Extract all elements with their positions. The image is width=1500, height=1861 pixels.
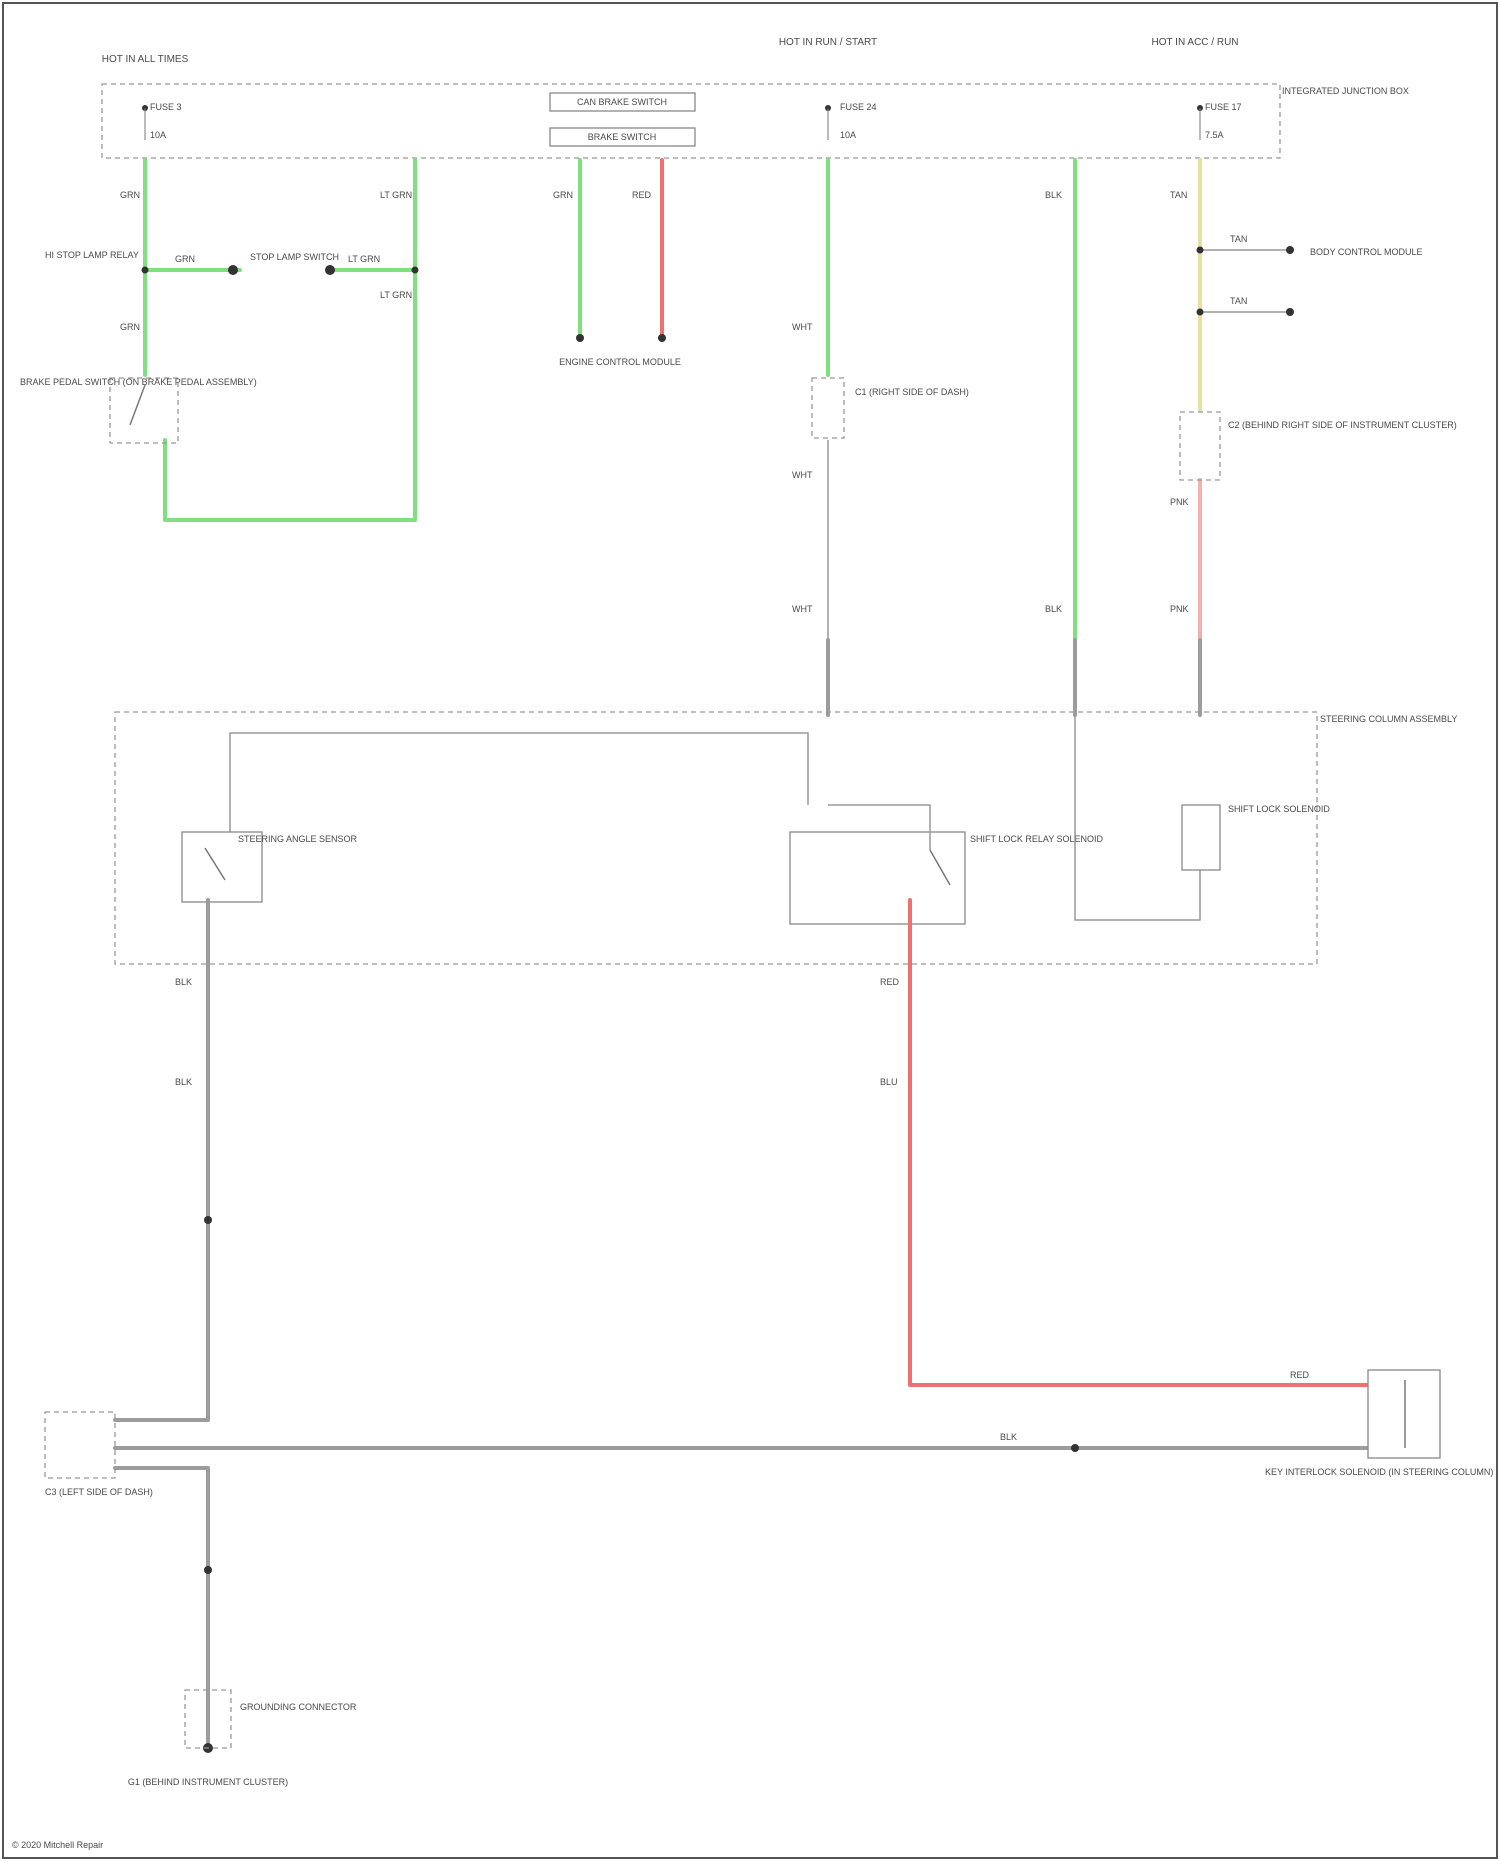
wire-ltgrn-1: LT GRN bbox=[380, 190, 412, 200]
grounding-connector-label: GROUNDING CONNECTOR bbox=[240, 1702, 357, 1712]
wire-red-2: RED bbox=[880, 977, 900, 987]
key-interlock-solenoid-box bbox=[1368, 1370, 1440, 1458]
fuse-17-label: FUSE 17 bbox=[1205, 102, 1242, 112]
wire-blk-3: BLK bbox=[175, 977, 192, 987]
stop-lamp-switch-label: STOP LAMP SWITCH bbox=[250, 252, 339, 262]
shift-lock-relay-label: SHIFT LOCK RELAY SOLENOID bbox=[970, 834, 1104, 844]
fuse-hot-label-3: HOT IN ACC / RUN bbox=[1151, 37, 1238, 48]
junction-box-label: INTEGRATED JUNCTION BOX bbox=[1282, 86, 1409, 96]
shift-lock-solenoid-label: SHIFT LOCK SOLENOID bbox=[1228, 804, 1330, 814]
fuse-17-amp: 7.5A bbox=[1205, 130, 1224, 140]
can-brake-switch-label: CAN BRAKE SWITCH bbox=[577, 97, 667, 107]
c2-connector-box bbox=[1180, 412, 1220, 480]
wire-blk-1: BLK bbox=[1045, 190, 1062, 200]
fuse-24-amp: 10A bbox=[840, 130, 856, 140]
ground-ref-label: G1 (BEHIND INSTRUMENT CLUSTER) bbox=[128, 1777, 288, 1787]
wire-pink-2: PNK bbox=[1170, 604, 1189, 614]
wire-grn-4: GRN bbox=[553, 190, 573, 200]
shift-lock-relay-box bbox=[790, 832, 965, 924]
diagram-frame bbox=[3, 3, 1497, 1858]
c3-connector-label: C3 (LEFT SIDE OF DASH) bbox=[45, 1487, 153, 1497]
ecm-circuit bbox=[576, 160, 666, 342]
wire-ltgrn-2: LT GRN bbox=[348, 254, 380, 264]
brake-pedal-switch-label: BRAKE PEDAL SWITCH (ON BRAKE PEDAL ASSEM… bbox=[20, 377, 257, 387]
wire-blk-5: BLK bbox=[1000, 1432, 1017, 1442]
wire-grn-2: GRN bbox=[175, 254, 195, 264]
wire-tan-1: TAN bbox=[1170, 190, 1187, 200]
brake-pedal-circuit bbox=[142, 160, 419, 520]
fuse-hot-label-1: HOT IN ALL TIMES bbox=[102, 54, 189, 65]
c1-connector-label: C1 (RIGHT SIDE OF DASH) bbox=[855, 387, 969, 397]
wire-wht-2: WHT bbox=[792, 470, 813, 480]
wire-red-1: RED bbox=[632, 190, 652, 200]
c3-connector-box bbox=[45, 1412, 115, 1478]
lower-circuit bbox=[115, 900, 1375, 1753]
wire-red-3: RED bbox=[1290, 1370, 1310, 1380]
key-interlock-solenoid-label: KEY INTERLOCK SOLENOID (IN STEERING COLU… bbox=[1265, 1467, 1493, 1477]
wire-grn-1: GRN bbox=[120, 190, 140, 200]
c2-connector-label: C2 (BEHIND RIGHT SIDE OF INSTRUMENT CLUS… bbox=[1228, 420, 1457, 430]
wire-ltgrn-3: LT GRN bbox=[380, 290, 412, 300]
footer-credit: © 2020 Mitchell Repair bbox=[12, 1840, 103, 1850]
steering-angle-sensor-label: STEERING ANGLE SENSOR bbox=[238, 834, 358, 844]
wire-blk-2: BLK bbox=[1045, 604, 1062, 614]
engine-control-module-label: ENGINE CONTROL MODULE bbox=[559, 357, 681, 367]
wire-wht-3: WHT bbox=[792, 604, 813, 614]
wire-blu-1: BLU bbox=[880, 1077, 898, 1087]
wire-pink-1: PNK bbox=[1170, 497, 1189, 507]
wire-wht-1: WHT bbox=[792, 322, 813, 332]
body-control-module-label: BODY CONTROL MODULE bbox=[1310, 247, 1423, 257]
wire-tan-3: TAN bbox=[1230, 296, 1247, 306]
wire-blk-4: BLK bbox=[175, 1077, 192, 1087]
wire-tan-2: TAN bbox=[1230, 234, 1247, 244]
steering-internal-wire bbox=[230, 733, 808, 845]
c1-connector-box bbox=[812, 378, 844, 438]
fuse-24-label: FUSE 24 bbox=[840, 102, 877, 112]
brake-switch-label: BRAKE SWITCH bbox=[588, 132, 657, 142]
hi-stop-lamp-relay-label: HI STOP LAMP RELAY bbox=[45, 250, 139, 260]
wire-grn-3: GRN bbox=[120, 322, 140, 332]
fuse-3-amp: 10A bbox=[150, 130, 166, 140]
steering-column-label: STEERING COLUMN ASSEMBLY bbox=[1320, 714, 1457, 724]
shift-lock-solenoid-box bbox=[1182, 805, 1220, 870]
fuse-hot-label-2: HOT IN RUN / START bbox=[779, 37, 877, 48]
fuse-3-label: FUSE 3 bbox=[150, 102, 182, 112]
shift-lock-solenoid-wire bbox=[1075, 715, 1200, 920]
brake-pedal-switch-contact bbox=[130, 385, 145, 425]
